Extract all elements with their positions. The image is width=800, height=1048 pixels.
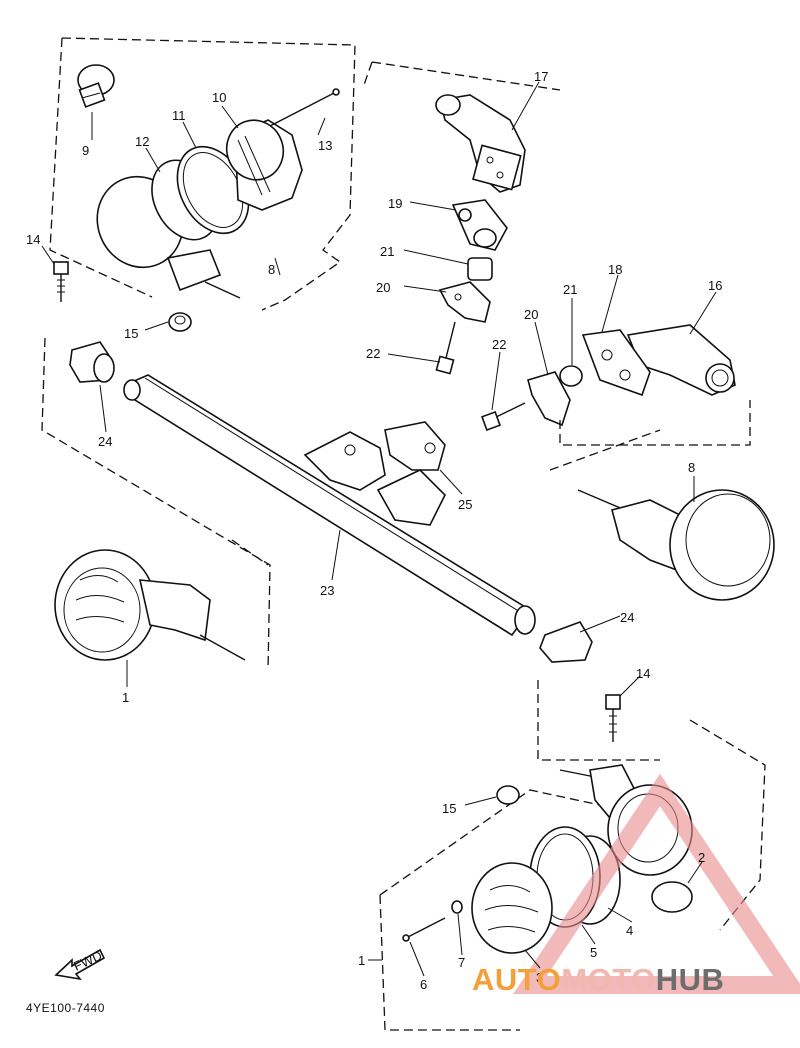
- callout: 20: [376, 280, 390, 295]
- callout: 8: [268, 262, 275, 277]
- right-lamp-group: [549, 429, 775, 601]
- callout: 15: [442, 801, 456, 816]
- watermark-part1: AUTO: [472, 962, 562, 997]
- callout: 19: [388, 196, 402, 211]
- nut: [168, 312, 192, 332]
- callout: 24: [620, 610, 634, 625]
- callout: 16: [708, 278, 722, 293]
- callout: 13: [318, 138, 332, 153]
- bulb: [77, 64, 115, 108]
- callout: 18: [608, 262, 622, 277]
- callout: 7: [458, 955, 465, 970]
- callout: 1: [122, 690, 129, 705]
- callout: 14: [636, 666, 650, 681]
- bracket: [438, 281, 491, 323]
- leader-lines: [41, 81, 717, 977]
- watermark-text: AUTOMOTOHUB: [472, 962, 724, 998]
- end-cap-right: [514, 605, 593, 663]
- lamp-stem-left: [138, 579, 211, 642]
- callout: 12: [135, 134, 149, 149]
- callout: 17: [534, 69, 548, 84]
- collar: [467, 257, 493, 281]
- callout: 21: [380, 244, 394, 259]
- callout: 9: [82, 143, 89, 158]
- lamp-body-right: [669, 489, 775, 601]
- callout: 23: [320, 583, 334, 598]
- plate-right: [581, 329, 651, 397]
- upper-bracket-group: [363, 61, 561, 375]
- front-left-lamp-group: [49, 37, 356, 332]
- callout-labels: 9 10 11 12 13 14 8 15 17 19 21 20 22 18 …: [26, 69, 722, 992]
- part-code: 4YE100-7440: [26, 1001, 105, 1015]
- left-lamp-group: [54, 539, 269, 661]
- callout: 21: [563, 282, 577, 297]
- callout: 10: [212, 90, 226, 105]
- fwd-label: FWD: [71, 948, 104, 974]
- callout: 15: [124, 326, 138, 341]
- bolt: [435, 321, 456, 375]
- callout: 20: [524, 307, 538, 322]
- callout: 8: [688, 460, 695, 475]
- screw-lower: [405, 917, 446, 939]
- watermark-part3: HUB: [655, 962, 725, 997]
- mounting-bolt: [53, 261, 69, 302]
- washer: [451, 900, 463, 914]
- watermark-logo: [513, 773, 800, 994]
- bracket-right: [527, 371, 571, 427]
- right-holder-group: [481, 324, 751, 446]
- callout: 2: [698, 850, 705, 865]
- stay-rod-group: [41, 337, 593, 671]
- collar-right: [559, 365, 583, 387]
- callout: 11: [172, 108, 186, 123]
- callout: 6: [420, 977, 427, 992]
- callout: 5: [590, 945, 597, 960]
- mounting-bolt-lower: [605, 694, 621, 742]
- bulb-lower: [651, 881, 693, 913]
- forward-arrow-icon: [54, 948, 106, 981]
- end-cap-left: [69, 341, 115, 383]
- callout: 4: [626, 923, 633, 938]
- lens-lower: [471, 862, 553, 954]
- callout: 24: [98, 434, 112, 449]
- callout: 22: [366, 346, 380, 361]
- screw-rod: [269, 91, 337, 127]
- callout: 25: [458, 497, 472, 512]
- callout: 22: [492, 337, 506, 352]
- callout: 1: [358, 953, 365, 968]
- watermark-part2: MOTO: [561, 962, 656, 997]
- rod-bracket: [303, 431, 386, 491]
- callout: 3: [536, 970, 543, 985]
- callout: 14: [26, 232, 40, 247]
- nut-lower: [496, 785, 520, 805]
